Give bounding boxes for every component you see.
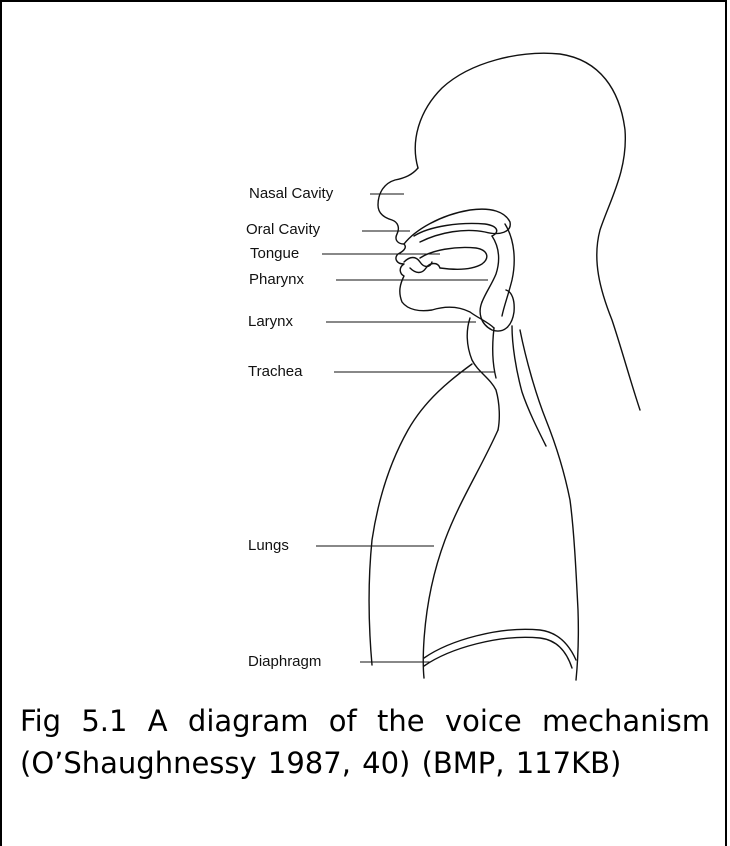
voice-mechanism-diagram: Nasal Cavity Oral Cavity Tongue Pharynx … (0, 0, 730, 690)
diaphragm-outline (424, 629, 576, 660)
label-larynx: Larynx (248, 313, 293, 331)
trachea-back (512, 326, 546, 446)
label-pharynx: Pharynx (249, 271, 304, 289)
pharynx-inner (502, 224, 514, 316)
teeth-lower (410, 264, 440, 273)
back-line (520, 330, 578, 680)
label-oral-cavity: Oral Cavity (246, 221, 320, 239)
head-outline (415, 53, 640, 410)
label-tongue: Tongue (250, 245, 299, 263)
diaphragm-inner (424, 637, 572, 668)
head-torso-illustration (0, 0, 730, 690)
label-nasal-cavity: Nasal Cavity (249, 185, 333, 203)
label-lungs: Lungs (248, 537, 289, 555)
leader-lines (316, 194, 494, 662)
label-trachea: Trachea (248, 363, 302, 381)
pharynx-outline (482, 236, 499, 302)
neck-front (493, 328, 496, 378)
label-diaphragm: Diaphragm (248, 653, 321, 671)
figure-caption: Fig 5.1 A diagram of the voice mechanism… (20, 700, 710, 784)
